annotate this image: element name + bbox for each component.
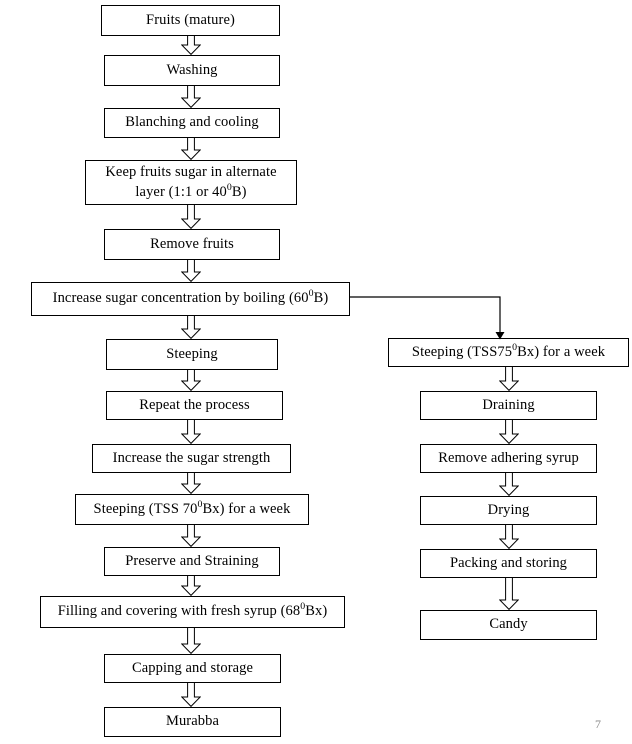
node-label: Washing — [166, 61, 218, 78]
node-label: Filling and covering with fresh syrup (6… — [57, 601, 328, 620]
node-label: Draining — [482, 396, 535, 413]
node-filling-and-covering-with-fresh-syrup[interactable]: Filling and covering with fresh syrup (6… — [40, 596, 345, 628]
node-label: Candy — [489, 616, 528, 633]
arrow-down-icon — [181, 683, 201, 707]
node-label: Steeping — [166, 345, 218, 362]
arrow-down-icon — [499, 473, 519, 496]
node-label: Increase sugar concentration by boiling … — [52, 288, 329, 307]
node-preserve-and-straining[interactable]: Preserve and Straining — [104, 547, 280, 576]
arrow-down-icon — [181, 576, 201, 596]
branch-connector-line — [350, 287, 520, 348]
arrow-down-icon — [181, 473, 201, 494]
node-steeping-tss-70-for-a-week[interactable]: Steeping (TSS 700Bx) for a week — [75, 494, 309, 525]
arrow-down-icon — [181, 370, 201, 391]
node-steeping-tss-75-for-a-week[interactable]: Steeping (TSS750Bx) for a week — [388, 338, 629, 367]
node-label: Repeat the process — [139, 396, 250, 413]
arrow-down-icon — [181, 36, 201, 55]
arrow-down-icon — [181, 420, 201, 444]
node-label: Remove adhering syrup — [438, 449, 579, 466]
arrow-down-icon — [499, 367, 519, 391]
node-candy[interactable]: Candy — [420, 610, 597, 640]
arrow-down-icon — [181, 86, 201, 108]
node-label: Steeping (TSS750Bx) for a week — [411, 342, 606, 360]
arrow-down-icon — [499, 578, 519, 610]
node-packing-and-storing[interactable]: Packing and storing — [420, 549, 597, 578]
node-remove-fruits[interactable]: Remove fruits — [104, 229, 280, 260]
node-label: Preserve and Straining — [125, 552, 259, 569]
arrow-down-icon — [499, 525, 519, 549]
node-label: Remove fruits — [150, 235, 234, 252]
node-steeping[interactable]: Steeping — [106, 339, 278, 370]
node-draining[interactable]: Draining — [420, 391, 597, 420]
node-increase-the-sugar-strength[interactable]: Increase the sugar strength — [92, 444, 291, 473]
node-label: Capping and storage — [131, 659, 254, 676]
node-label: Packing and storing — [449, 554, 568, 571]
arrow-down-icon — [181, 138, 201, 160]
arrow-down-icon — [181, 205, 201, 229]
node-blanching-and-cooling[interactable]: Blanching and cooling — [104, 108, 280, 138]
node-label: Drying — [487, 501, 530, 518]
node-increase-sugar-concentration-by-boiling[interactable]: Increase sugar concentration by boiling … — [31, 282, 350, 316]
arrow-down-icon — [181, 260, 201, 282]
node-label: Fruits (mature) — [146, 11, 235, 28]
arrow-down-icon — [499, 420, 519, 444]
arrowhead-solid-icon — [495, 332, 505, 340]
node-repeat-the-process[interactable]: Repeat the process — [106, 391, 283, 420]
node-remove-adhering-syrup[interactable]: Remove adhering syrup — [420, 444, 597, 473]
page-number: 7 — [595, 717, 601, 731]
arrow-down-icon — [181, 628, 201, 654]
node-murabba[interactable]: Murabba — [104, 707, 281, 737]
node-capping-and-storage[interactable]: Capping and storage — [104, 654, 281, 683]
node-drying[interactable]: Drying — [420, 496, 597, 525]
node-label: Blanching and cooling — [125, 114, 259, 131]
node-washing[interactable]: Washing — [104, 55, 280, 86]
node-label: Murabba — [165, 713, 220, 730]
arrow-down-icon — [181, 316, 201, 339]
node-label: Increase the sugar strength — [112, 449, 271, 466]
arrow-down-icon — [181, 525, 201, 547]
node-fruits-mature[interactable]: Fruits (mature) — [101, 5, 280, 36]
node-label: Steeping (TSS 700Bx) for a week — [93, 499, 291, 517]
